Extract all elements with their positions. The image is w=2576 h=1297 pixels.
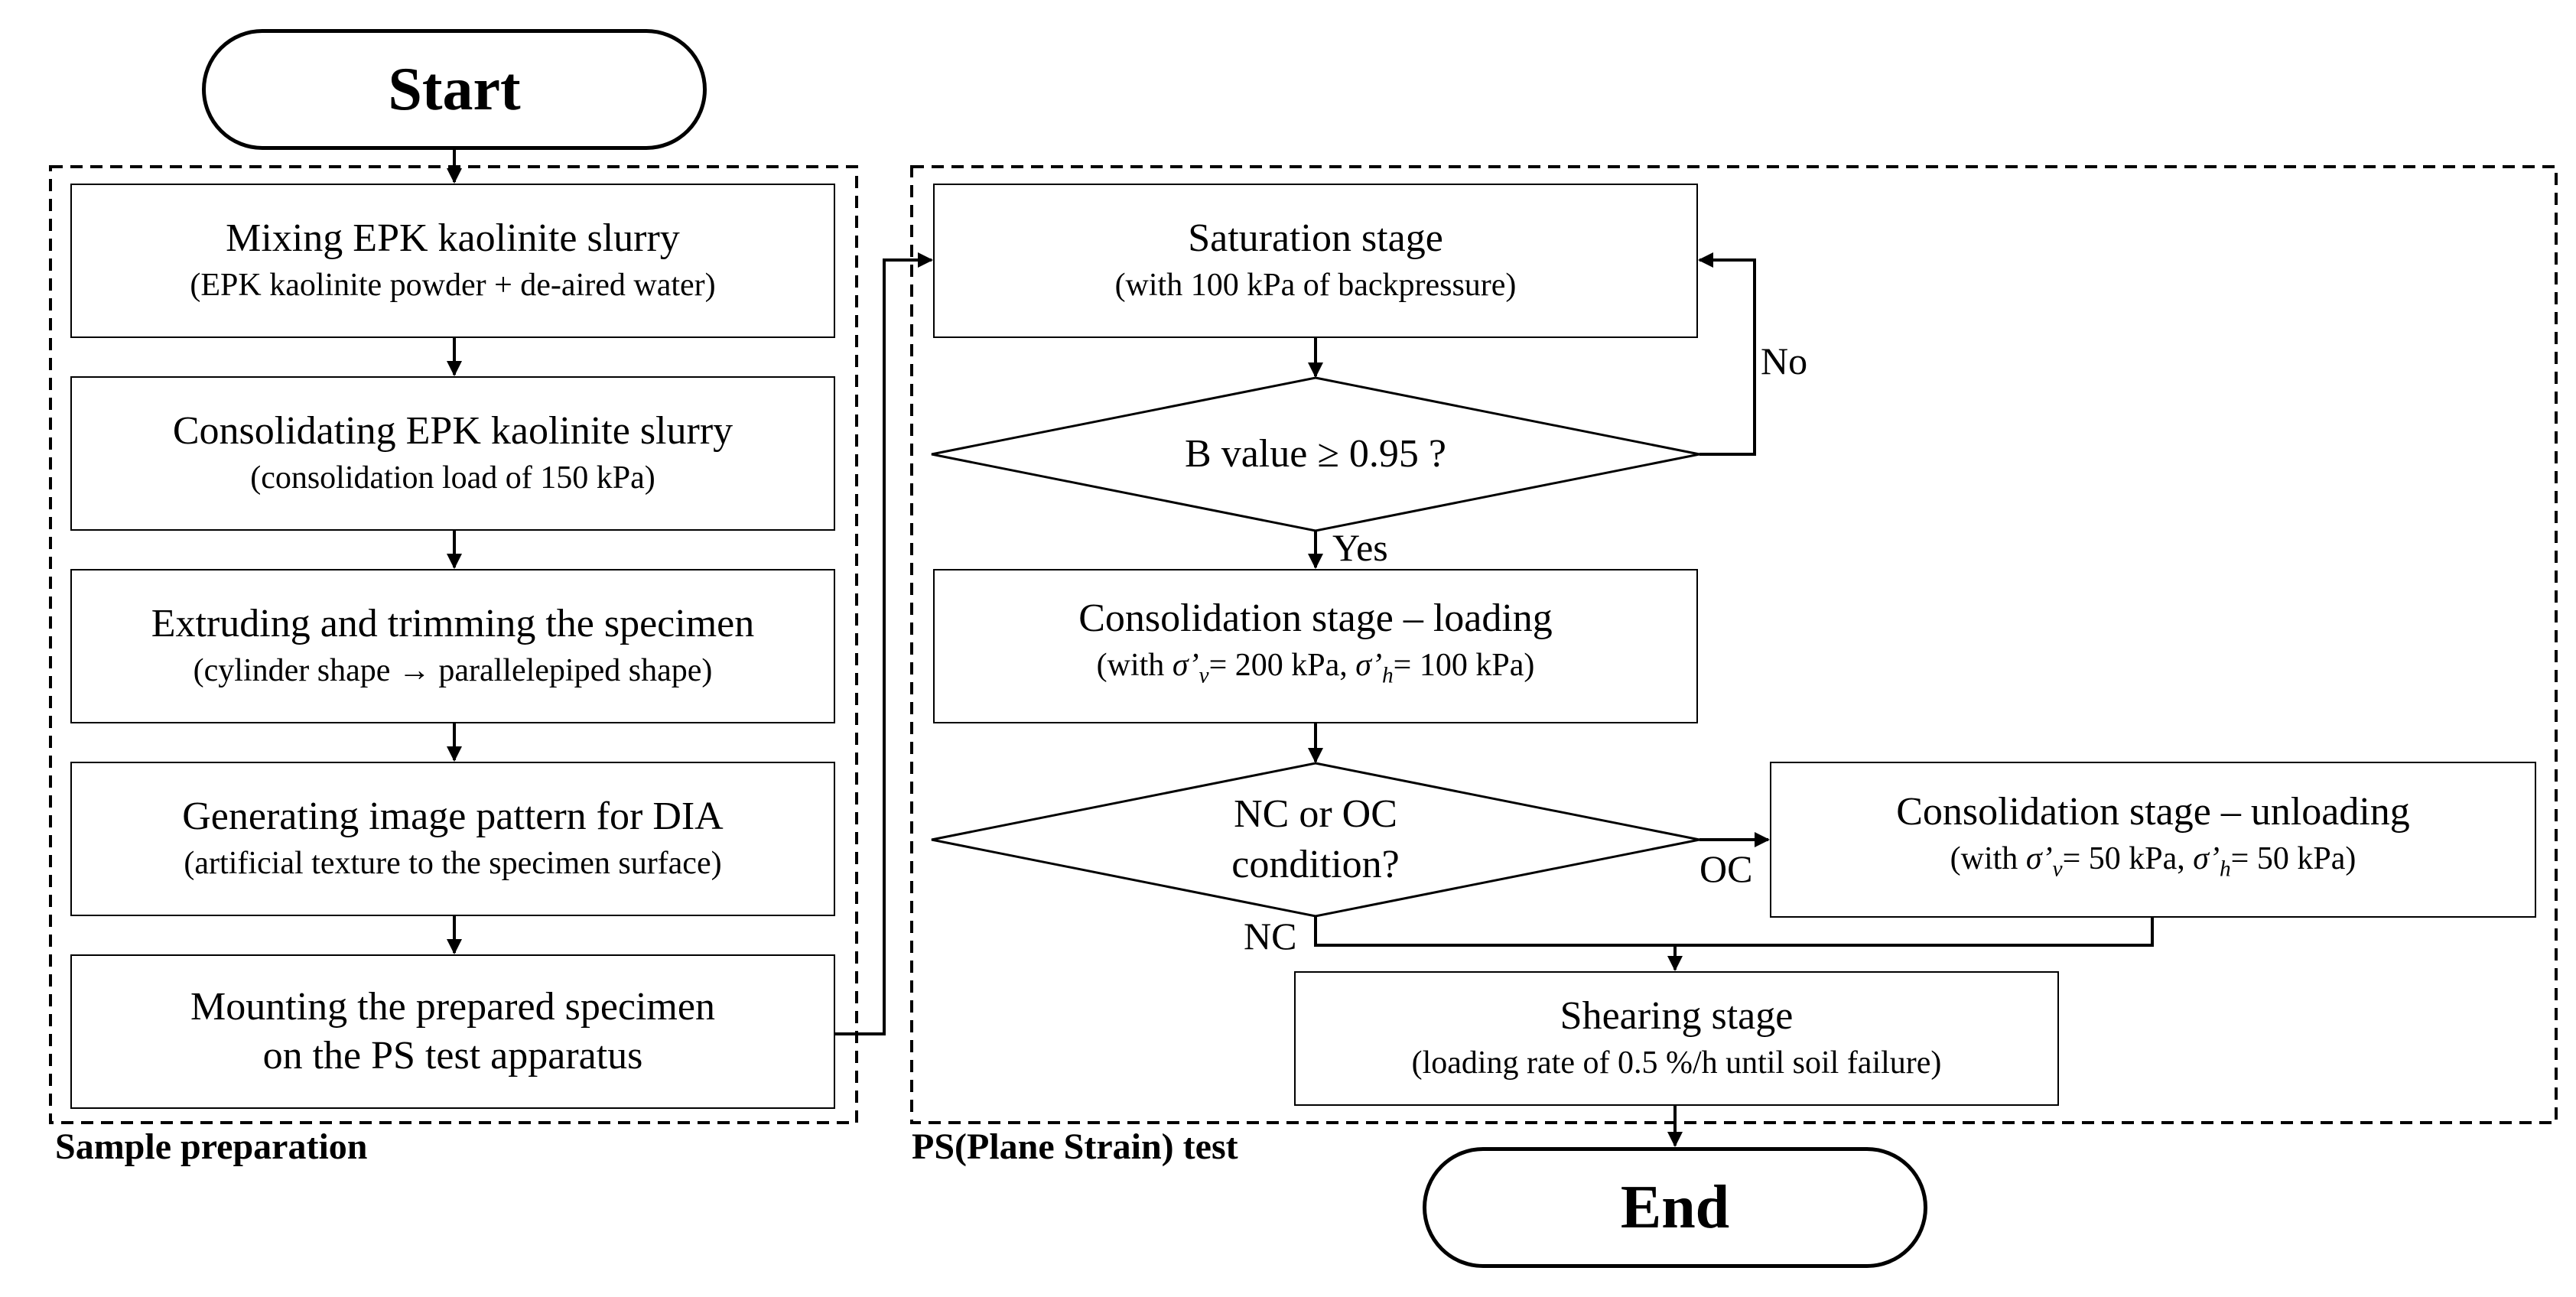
sigma-h-value: = 50 kPa) <box>2230 841 2356 877</box>
sigma-v-subscript: v <box>1199 663 1209 688</box>
sample-preparation-label: Sample preparation <box>55 1126 368 1167</box>
loading-stage-detail: (with σ’v= 200 kPa, σ’h= 100 kPa) <box>1097 643 1535 697</box>
unloading-detail-prefix: (with <box>1950 841 2026 877</box>
mixing-step-detail: (EPK kaolinite powder + de-aired water) <box>190 268 716 303</box>
sigma-v-value: = 200 kPa, <box>1208 648 1356 684</box>
mixing-step-title: Mixing EPK kaolinite slurry <box>226 216 680 260</box>
generating-step-title: Generating image pattern for DIA <box>182 795 724 838</box>
sigma-v-subscript: v <box>2052 857 2063 882</box>
loading-stage-box: Consolidation stage – loading (with σ’v=… <box>933 569 1698 723</box>
nc-branch-label: NC <box>1244 915 1297 957</box>
consolidating-step-title: Consolidating EPK kaolinite slurry <box>172 409 733 453</box>
generating-step-detail: (artificial texture to the specimen surf… <box>184 846 722 881</box>
arrow-bvalue-no-loop <box>1698 252 1756 456</box>
saturation-stage-title: Saturation stage <box>1188 216 1443 260</box>
end-label: End <box>1620 1173 1730 1241</box>
condition-line-2: condition? <box>1231 843 1400 886</box>
start-terminal: Start <box>202 29 707 150</box>
shearing-stage-title: Shearing stage <box>1560 994 1794 1038</box>
mixing-step-box: Mixing EPK kaolinite slurry (EPK kaolini… <box>70 184 835 338</box>
sigma-h-symbol: σ’ <box>1355 648 1382 684</box>
arrow-mounting-to-saturation <box>835 252 933 1035</box>
start-label: Start <box>388 55 521 123</box>
saturation-stage-detail: (with 100 kPa of backpressure) <box>1114 268 1517 303</box>
unloading-stage-title: Consolidation stage – unloading <box>1896 790 2410 834</box>
sigma-v-symbol: σ’ <box>1172 648 1199 684</box>
unloading-stage-box: Consolidation stage – unloading (with σ’… <box>1770 762 2536 918</box>
extruding-step-detail: (cylinder shape → parallelepiped shape) <box>193 653 713 688</box>
unloading-stage-detail: (with σ’v= 50 kPa, σ’h= 50 kPa) <box>1950 837 2356 891</box>
oc-branch-label: OC <box>1699 847 1753 890</box>
shearing-stage-detail: (loading rate of 0.5 %/h until soil fail… <box>1411 1045 1942 1081</box>
mounting-step-detail: on the PS test apparatus <box>262 1034 643 1078</box>
sigma-h-value: = 100 kPa) <box>1393 648 1535 684</box>
generating-step-box: Generating image pattern for DIA (artifi… <box>70 762 835 916</box>
sigma-h-symbol: σ’ <box>2193 841 2220 877</box>
end-terminal: End <box>1423 1147 1927 1268</box>
sigma-v-value: = 50 kPa, <box>2062 841 2194 877</box>
sigma-v-symbol: σ’ <box>2025 841 2053 877</box>
no-branch-label: No <box>1761 340 1808 382</box>
line-nc-to-merge <box>1314 916 2154 947</box>
b-value-text: B value ≥ 0.95 ? <box>1185 432 1446 476</box>
mounting-step-box: Mounting the prepared specimen on the PS… <box>70 954 835 1109</box>
consolidating-step-detail: (consolidation load of 150 kPa) <box>250 460 655 496</box>
consolidating-step-box: Consolidating EPK kaolinite slurry (cons… <box>70 376 835 531</box>
extruding-step-box: Extruding and trimming the specimen (cyl… <box>70 569 835 723</box>
yes-branch-label: Yes <box>1332 526 1388 569</box>
sigma-h-subscript: h <box>1381 663 1394 688</box>
loading-detail-prefix: (with <box>1096 648 1173 684</box>
shearing-stage-box: Shearing stage (loading rate of 0.5 %/h … <box>1294 971 2059 1106</box>
condition-line-1: NC or OC <box>1234 792 1397 836</box>
loading-stage-title: Consolidation stage – loading <box>1078 596 1553 641</box>
ps-test-frame <box>910 165 2558 1124</box>
ps-test-label: PS(Plane Strain) test <box>912 1126 1238 1167</box>
mounting-step-title: Mounting the prepared specimen <box>190 985 715 1029</box>
condition-text: NC or OC condition? <box>1086 789 1545 890</box>
sigma-h-subscript: h <box>2219 857 2231 882</box>
extruding-step-title: Extruding and trimming the specimen <box>151 602 755 645</box>
saturation-stage-box: Saturation stage (with 100 kPa of backpr… <box>933 184 1698 338</box>
